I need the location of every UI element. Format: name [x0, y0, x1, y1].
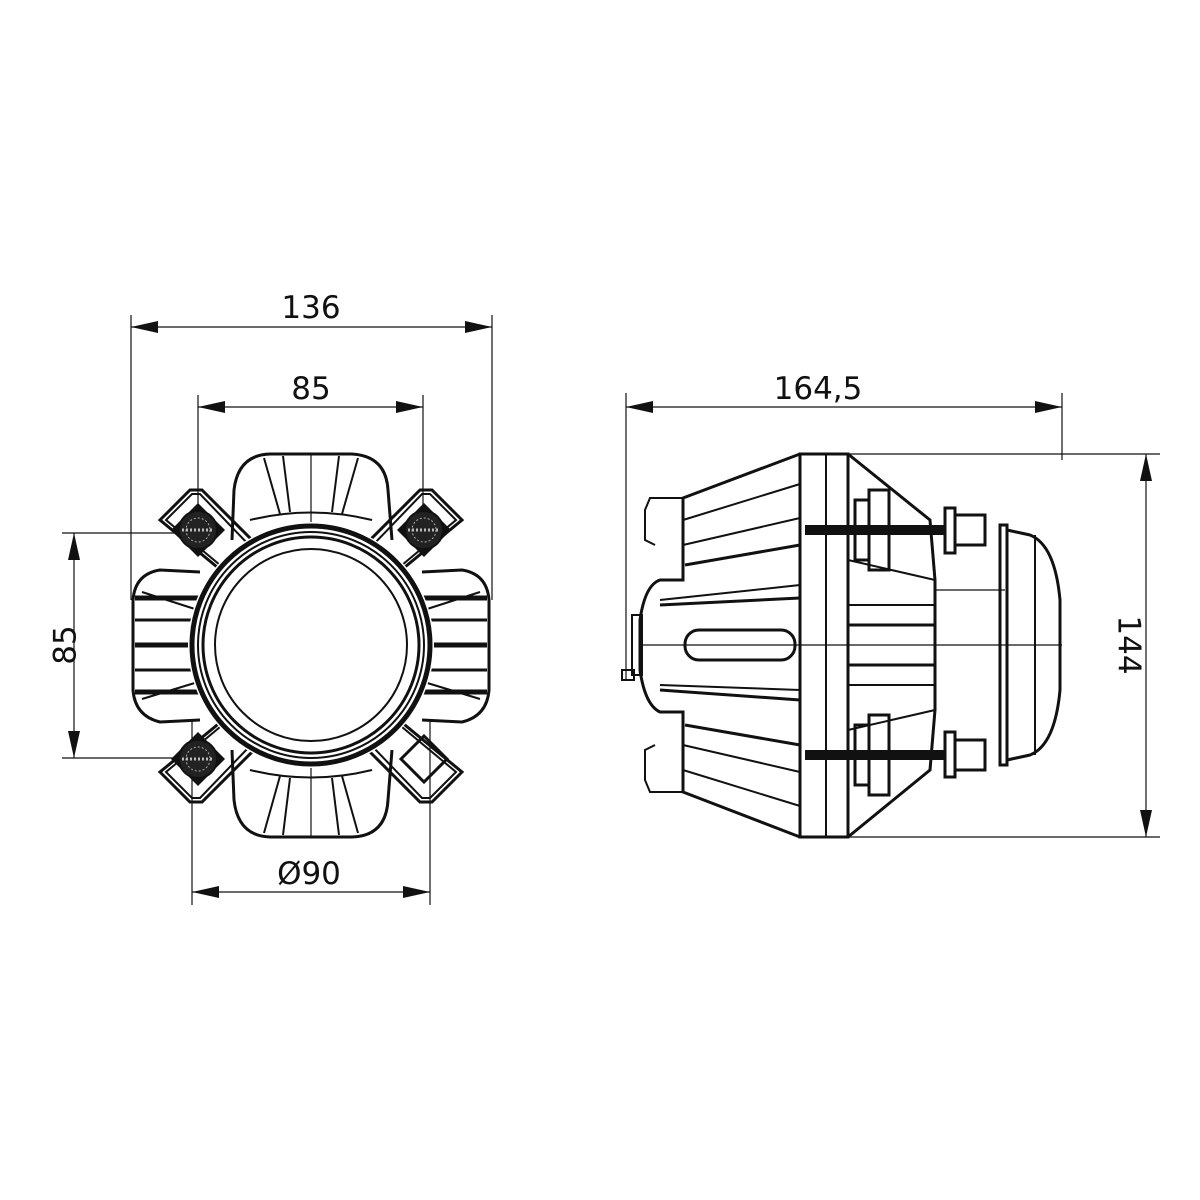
mounting-flange	[798, 452, 937, 839]
lens	[214, 548, 408, 742]
dimension-lens-diameter: Ø90	[191, 720, 431, 905]
dimension-mount-spacing-vertical: 85	[48, 532, 200, 759]
rear-housing	[621, 452, 1062, 839]
diamond-marker	[398, 733, 450, 785]
dimension-label-85-horizontal: 85	[291, 371, 330, 407]
front-view: 136 85 85 Ø90	[48, 290, 493, 905]
dimension-label-164-5: 164,5	[774, 371, 863, 407]
adjuster-screw-bottom-left[interactable]	[171, 732, 225, 786]
adjuster-screw-top-right[interactable]	[397, 503, 451, 557]
dimension-overall-height: 144	[800, 453, 1160, 838]
adjuster-screw-top-left[interactable]	[171, 503, 225, 557]
adjuster-bolt-bottom[interactable]	[805, 713, 987, 797]
dimension-label-136: 136	[281, 290, 340, 326]
adjuster-bolt-top[interactable]	[805, 488, 987, 572]
dimension-label-144: 144	[1111, 615, 1147, 674]
dimension-mount-spacing-horizontal: 85	[197, 371, 424, 535]
dimension-label-85-vertical: 85	[48, 625, 84, 664]
slot	[683, 628, 797, 662]
cooling-fins-left	[131, 568, 201, 724]
mount-ear-bottom-left	[157, 713, 261, 804]
dimension-label-diameter-90: Ø90	[277, 856, 341, 892]
cooling-fins-right	[421, 568, 491, 724]
lens-bezel	[188, 522, 434, 768]
top-housing-lobe	[230, 452, 394, 541]
mount-ear-bottom-right	[361, 713, 465, 804]
bottom-housing-lobe	[230, 749, 394, 839]
dimension-overall-width: 136	[130, 290, 493, 600]
side-view: 164,5 144	[621, 371, 1160, 839]
dimension-overall-depth: 164,5	[625, 371, 1063, 680]
lens-cap	[935, 523, 1062, 767]
